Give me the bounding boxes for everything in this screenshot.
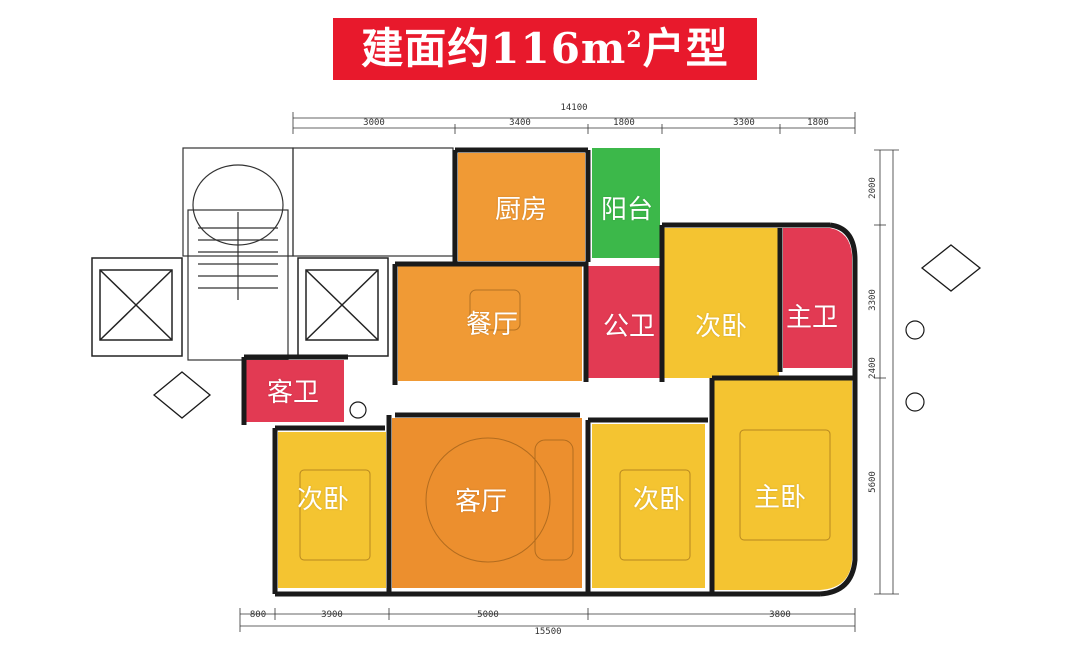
dim-top-seg3: 1800 [613, 118, 635, 128]
room-balcony [592, 148, 660, 258]
label-master-bedroom: 主卧 [753, 483, 807, 513]
label-master-bath: 主卫 [785, 303, 839, 333]
room-master-bedroom [714, 380, 852, 590]
dim-top-seg1: 3000 [363, 118, 385, 128]
label-public-bath: 公卫 [602, 312, 656, 342]
label-second-bedroom-top: 次卧 [694, 312, 748, 342]
label-living: 客厅 [454, 487, 508, 517]
core-outline [182, 147, 454, 361]
label-second-bedroom-mid: 次卧 [632, 485, 686, 515]
dim-right-seg1: 2000 [868, 177, 878, 199]
dim-right-seg2: 3300 [868, 289, 878, 311]
dim-bottom-seg3: 5000 [477, 610, 499, 620]
dim-bottom-seg2: 3900 [321, 610, 343, 620]
elevator-left [91, 257, 183, 357]
room-guest-bath [246, 360, 344, 422]
dim-top-seg4: 3300 [733, 118, 755, 128]
marker-diamonds [152, 244, 982, 419]
title-superscript: 2 [626, 27, 643, 53]
label-kitchen: 厨房 [494, 195, 548, 225]
label-guest-bath: 客卫 [266, 378, 320, 408]
label-dining: 餐厅 [465, 310, 519, 340]
dim-right-seg3: 2400 [868, 357, 878, 379]
dim-bottom-seg1: 800 [249, 610, 267, 620]
room-second-bedroom-left [278, 432, 386, 588]
label-second-bedroom-left: 次卧 [296, 485, 350, 515]
room-second-bedroom-top [664, 228, 779, 378]
label-balcony: 阳台 [600, 195, 654, 225]
walls [241, 147, 858, 597]
dim-top-seg2: 3400 [509, 118, 531, 128]
room-master-bath [783, 228, 852, 368]
room-kitchen [458, 153, 585, 261]
dim-right-seg4: 5600 [868, 471, 878, 493]
furniture [299, 289, 831, 563]
dim-top-total: 14100 [560, 103, 588, 113]
room-public-bath [588, 266, 660, 378]
room-second-bedroom-mid [592, 424, 705, 588]
marker-circles [349, 320, 925, 419]
page-title: 建面约116m2户型 [361, 24, 729, 73]
elevator-right [297, 257, 389, 357]
room-dining [398, 266, 582, 381]
title-banner: 建面约116m2户型 [333, 18, 757, 80]
dim-top-seg5: 1800 [807, 118, 829, 128]
dimension-lines [239, 112, 899, 632]
dim-bottom-seg4: 3800 [769, 610, 791, 620]
dim-bottom-total: 15500 [534, 627, 562, 637]
